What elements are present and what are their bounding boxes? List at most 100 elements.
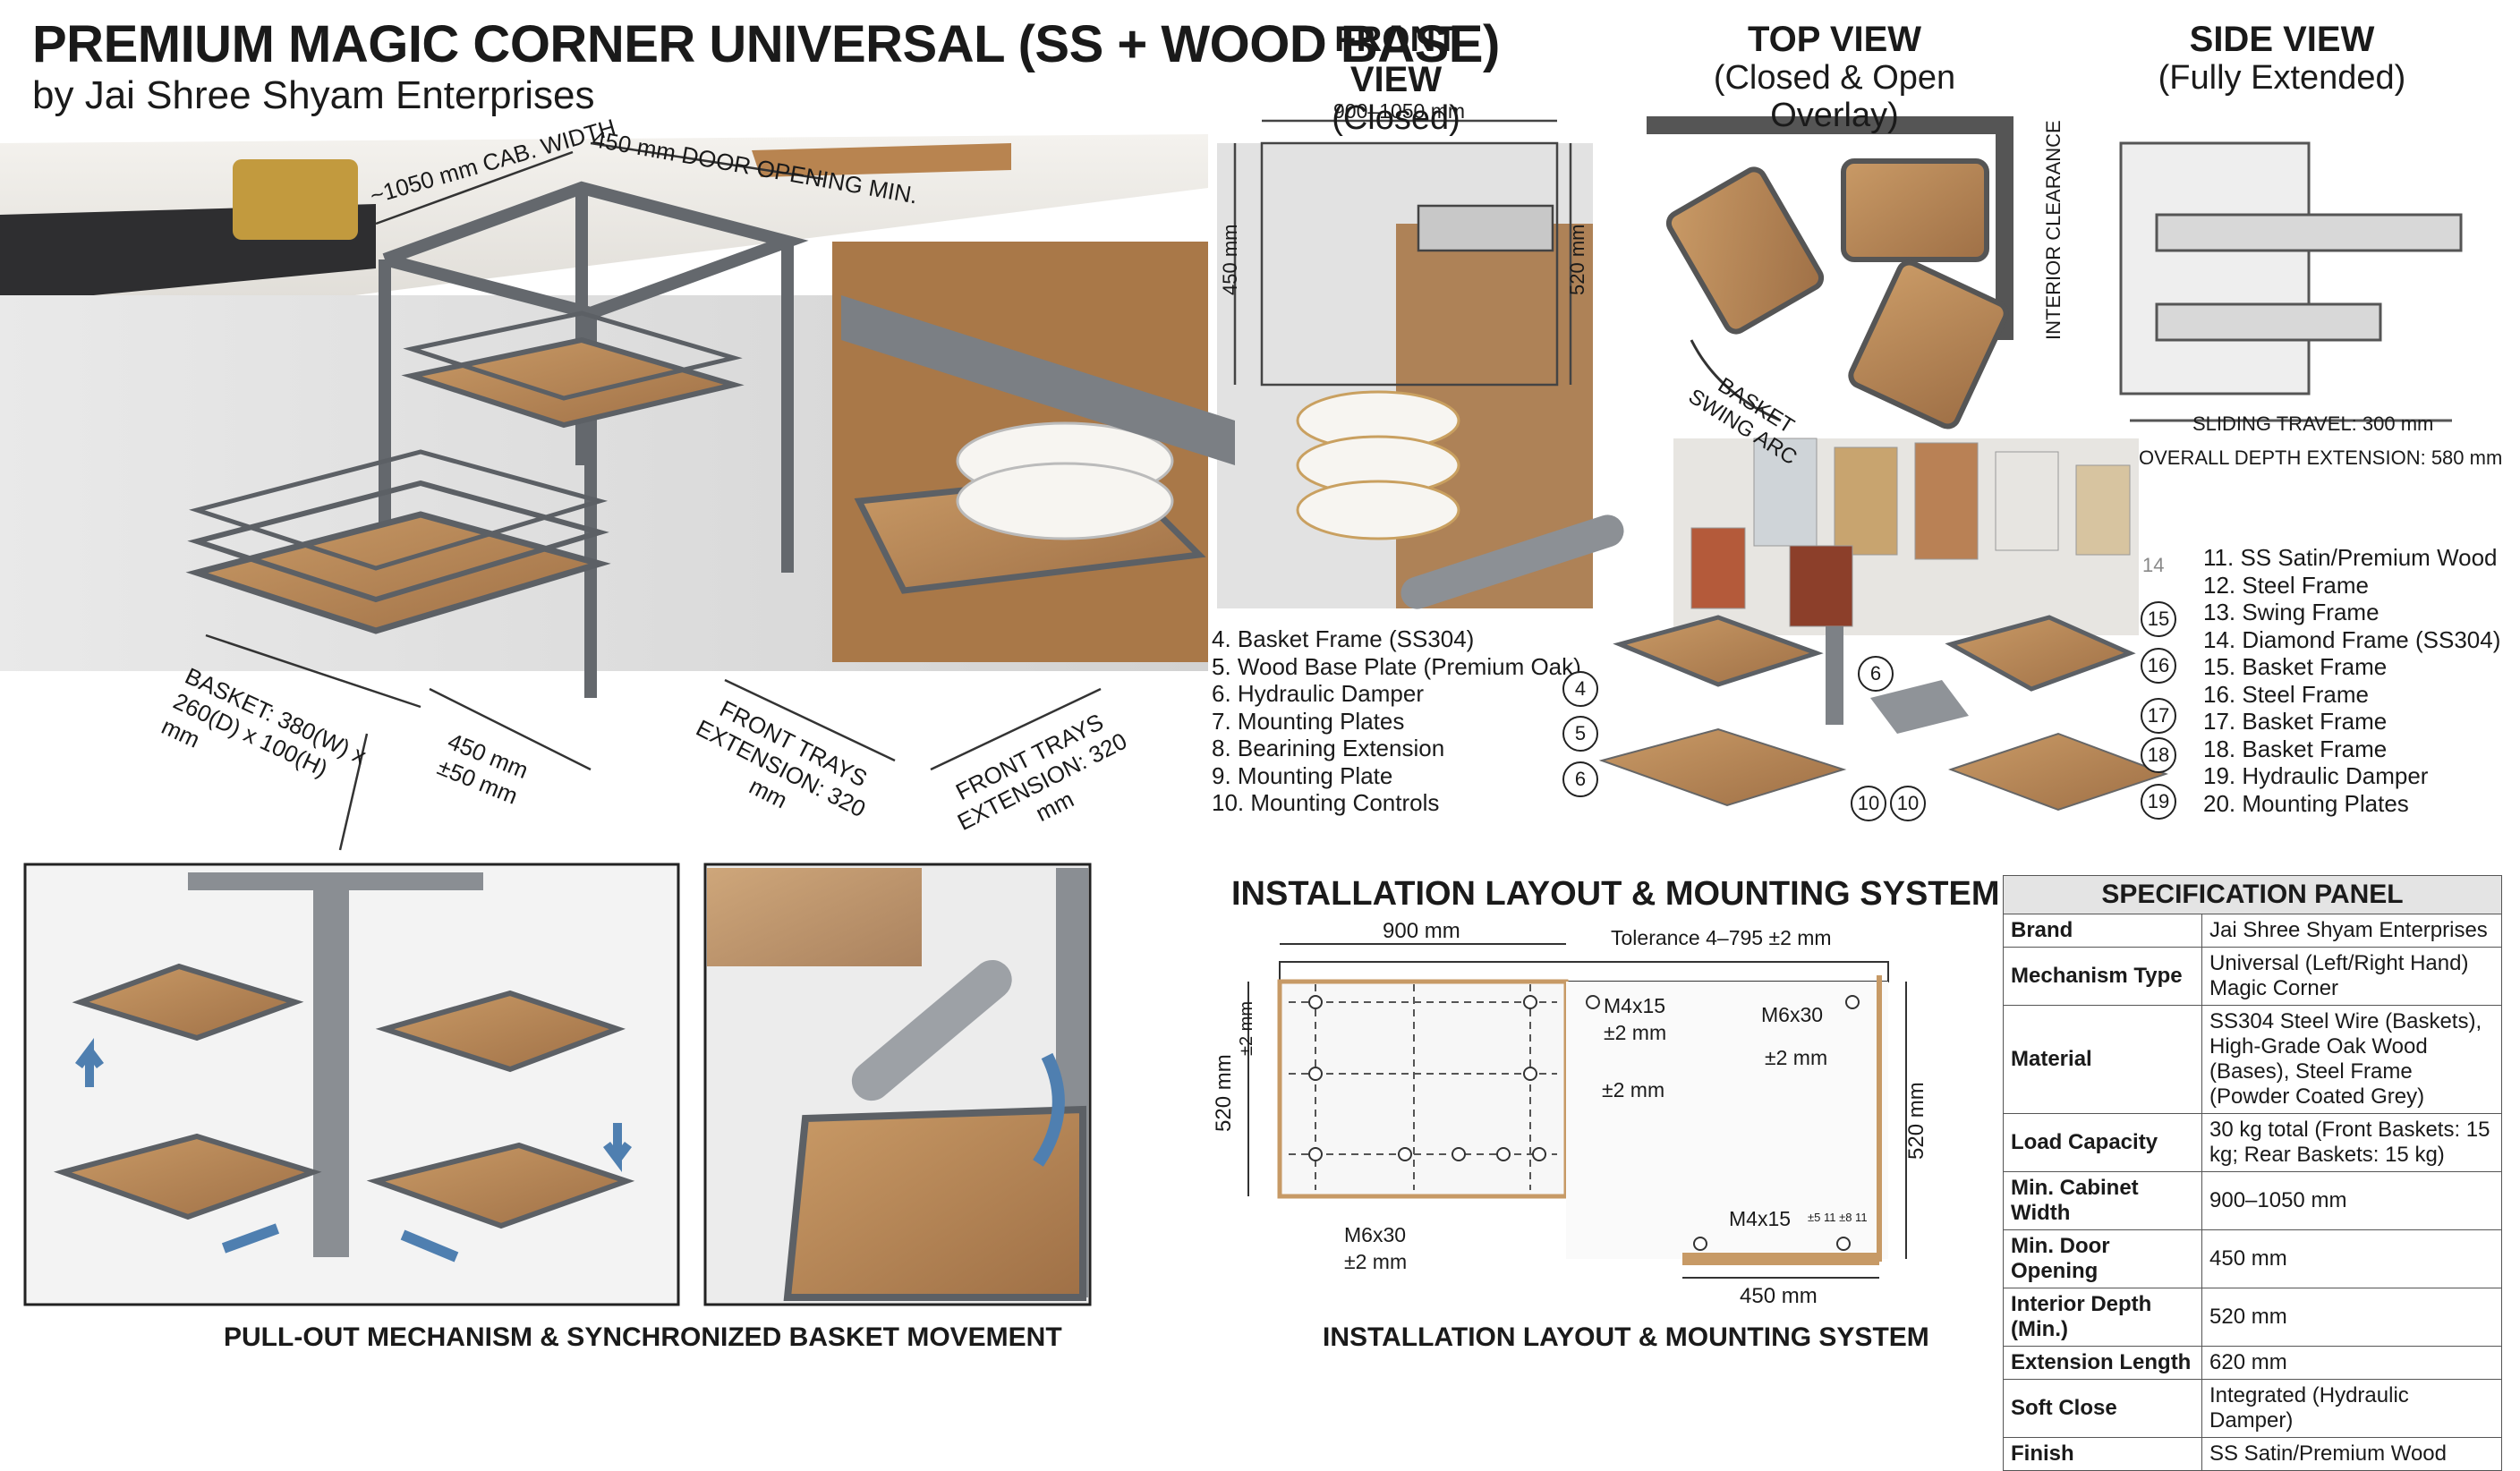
callout-badge: 17 bbox=[2141, 698, 2176, 734]
part-item: 7. Mounting Plates bbox=[1212, 707, 1405, 735]
page-subtitle: by Jai Shree Shyam Enterprises bbox=[32, 73, 595, 117]
top-view-heading: TOP VIEW(Closed & Open Overlay) bbox=[1664, 20, 2005, 134]
callout-badge: 5 bbox=[1562, 716, 1598, 752]
install-tolerance: Tolerance 4–795 ±2 mm bbox=[1611, 926, 1832, 949]
install-caption: INSTALLATION LAYOUT & MOUNTING SYSTEM bbox=[1323, 1322, 1929, 1352]
part-item: 14. Diamond Frame (SS304) bbox=[2203, 625, 2501, 653]
part-item: 18. Basket Frame bbox=[2203, 735, 2388, 762]
side-view-overall: OVERALL DEPTH EXTENSION: 580 mm bbox=[2139, 446, 2503, 469]
spec-key: Material bbox=[2003, 1005, 2202, 1114]
side-view-travel: SLIDING TRAVEL: 300 mm bbox=[2192, 412, 2434, 435]
install-pm1: ±2 mm bbox=[1604, 1021, 1667, 1044]
part-item: 4. Basket Frame (SS304) bbox=[1212, 625, 1475, 652]
part-item: 20. Mounting Plates bbox=[2203, 789, 2409, 817]
install-heading: INSTALLATION LAYOUT & MOUNTING SYSTEM bbox=[1231, 875, 2000, 913]
spec-key: Load Capacity bbox=[2003, 1113, 2202, 1172]
basket-plates bbox=[854, 390, 1460, 594]
install-m4-2: M4x15 bbox=[1729, 1207, 1792, 1230]
spec-value: 30 kg total (Front Baskets: 15 kg; Rear … bbox=[2201, 1113, 2502, 1172]
install-m4-1: M4x15 bbox=[1604, 994, 1666, 1017]
install-w450: 450 mm bbox=[1740, 1284, 1818, 1308]
callout-faded: 14 bbox=[2142, 554, 2165, 576]
spec-value: SS304 Steel Wire (Baskets), High-Grade O… bbox=[2201, 1005, 2502, 1114]
install-m6-1: M6x30 bbox=[1761, 1003, 1824, 1026]
front-view-h1: 450 mm bbox=[1219, 224, 1241, 295]
install-w900: 900 mm bbox=[1383, 919, 1460, 943]
page-title: PREMIUM MAGIC CORNER UNIVERSAL (SS + WOO… bbox=[32, 15, 1500, 73]
front-view-width: 900–1050 mm bbox=[1333, 99, 1466, 123]
spec-key: Brand bbox=[2003, 914, 2202, 948]
exploded-parts bbox=[1598, 615, 2168, 812]
part-item: 15. Basket Frame bbox=[2203, 653, 2388, 680]
swing-arm bbox=[841, 295, 1235, 465]
spec-value: Jai Shree Shyam Enterprises bbox=[2201, 914, 2502, 948]
top-view-title: TOP VIEW bbox=[1747, 20, 1922, 59]
part-item: 5. Wood Base Plate (Premium Oak) bbox=[1212, 652, 1581, 680]
part-item: 17. Basket Frame bbox=[2203, 708, 2388, 735]
top-view-drawing bbox=[1647, 116, 2013, 429]
side-view-sub: (Fully Extended) bbox=[2158, 58, 2406, 97]
hero-illustration bbox=[0, 116, 2463, 1306]
callout-badge: 18 bbox=[2141, 737, 2176, 773]
spec-key: Interior Depth (Min.) bbox=[2003, 1288, 2202, 1347]
pullout-illustration bbox=[53, 872, 635, 1263]
callout-badge: 6 bbox=[1562, 761, 1598, 797]
spec-key: Min. Door Opening bbox=[2003, 1229, 2202, 1288]
spec-title: SPECIFICATION PANEL bbox=[2003, 875, 2502, 914]
spec-value: 900–1050 mm bbox=[2201, 1171, 2502, 1230]
spec-key: Finish bbox=[2003, 1437, 2202, 1471]
install-h520a: 520 mm bbox=[1212, 1054, 1236, 1132]
top-view-sub: (Closed & Open Overlay) bbox=[1713, 58, 1956, 134]
part-item: 6. Hydraulic Damper bbox=[1212, 680, 1424, 707]
spec-key: Mechanism Type bbox=[2003, 947, 2202, 1006]
parts-list-left: 4. Basket Frame (SS304) 5. Wood Base Pla… bbox=[1212, 625, 1581, 817]
part-item: 11. SS Satin/Premium Wood bbox=[2203, 544, 2498, 571]
pullout-panel bbox=[23, 863, 680, 1306]
spec-key: Soft Close bbox=[2003, 1379, 2202, 1438]
part-item: 10. Mounting Controls bbox=[1212, 789, 1440, 816]
front-view-drawing bbox=[1233, 119, 1572, 387]
install-pm3: ±2 mm bbox=[1237, 1001, 1256, 1056]
part-item: 19. Hydraulic Damper bbox=[2203, 762, 2429, 789]
callout-badge: 15 bbox=[2141, 601, 2176, 637]
callout-badge: 10 bbox=[1890, 786, 1926, 821]
part-item: 9. Mounting Plate bbox=[1212, 761, 1393, 789]
cutting-board bbox=[752, 143, 1011, 177]
front-view-heading: FRONT VIEW(Closed) bbox=[1289, 20, 1503, 137]
basket-lower bbox=[185, 449, 611, 634]
brass-pot bbox=[233, 159, 358, 240]
spec-value: Universal (Left/Right Hand) Magic Corner bbox=[2201, 947, 2502, 1006]
side-view-title: SIDE VIEW bbox=[2189, 20, 2375, 59]
detail-illustration bbox=[707, 868, 1088, 1301]
install-pm4: ±2 mm bbox=[1602, 1078, 1665, 1101]
spec-key: Min. Cabinet Width bbox=[2003, 1171, 2202, 1230]
spice-jars bbox=[1673, 438, 2139, 635]
spec-value: 520 mm bbox=[2201, 1288, 2502, 1347]
parts-list-right: 11. SS Satin/Premium Wood 12. Steel Fram… bbox=[2203, 544, 2500, 817]
install-pm2: ±2 mm bbox=[1765, 1046, 1828, 1069]
install-pm5: ±2 mm bbox=[1344, 1250, 1408, 1273]
part-item: 16. Steel Frame bbox=[2203, 680, 2369, 708]
part-item: 13. Swing Frame bbox=[2203, 599, 2380, 625]
front-view-h2: 520 mm bbox=[1566, 224, 1588, 295]
damper bbox=[1400, 514, 1624, 609]
part-item: 8. Bearining Extension bbox=[1212, 735, 1445, 761]
basket-upper bbox=[401, 310, 745, 429]
spec-value: 450 mm bbox=[2201, 1229, 2502, 1288]
callout-badge: 19 bbox=[2141, 784, 2176, 820]
install-h520b: 520 mm bbox=[1904, 1082, 1928, 1160]
callout-badge: 4 bbox=[1562, 671, 1598, 707]
side-view-heading: SIDE VIEW(Fully Extended) bbox=[2148, 20, 2416, 98]
pullout-caption: PULL-OUT MECHANISM & SYNCHRONIZED BASKET… bbox=[224, 1322, 1062, 1352]
table-row: Interior Depth (Min.)520 mm bbox=[2003, 1288, 2502, 1347]
top-view-clearance: INTERIOR CLEARANCE bbox=[2042, 120, 2065, 340]
callout-badge: 10 bbox=[1851, 786, 1886, 821]
spec-value: SS Satin/Premium Wood bbox=[2201, 1437, 2502, 1471]
front-view-title: FRONT VIEW bbox=[1334, 20, 1458, 99]
install-m4-2b: ±5 11 ±8 11 bbox=[1808, 1211, 1868, 1224]
